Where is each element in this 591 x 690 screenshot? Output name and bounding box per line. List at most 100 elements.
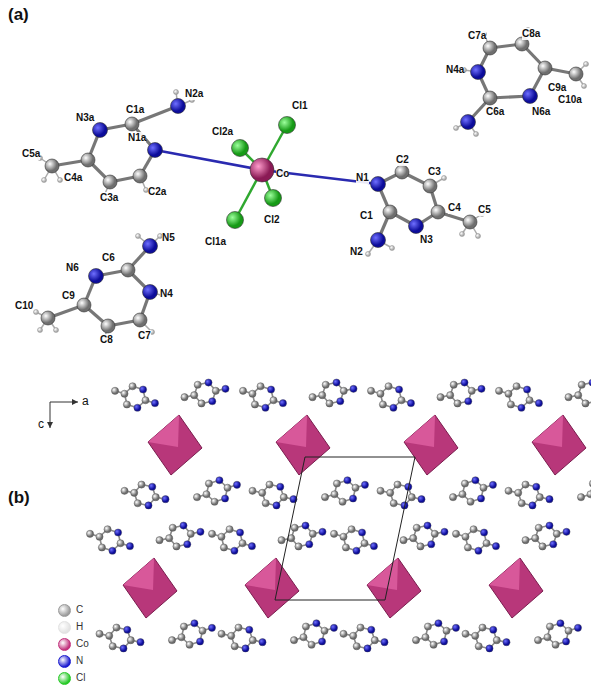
atom xyxy=(41,311,55,325)
atom xyxy=(353,643,360,650)
atom xyxy=(557,620,564,627)
atom xyxy=(350,385,357,392)
atom xyxy=(250,158,274,182)
atom xyxy=(169,524,176,531)
atom xyxy=(242,645,249,652)
atom xyxy=(385,383,392,390)
atom xyxy=(348,526,355,533)
atom xyxy=(431,530,438,537)
atom xyxy=(518,500,525,507)
atom xyxy=(104,526,111,533)
atom xyxy=(459,491,466,498)
atom xyxy=(145,502,152,509)
hydrogen-atom xyxy=(42,178,47,183)
legend-swatch xyxy=(58,604,71,617)
atom xyxy=(589,480,591,487)
legend-text: H xyxy=(76,621,83,633)
atom xyxy=(326,400,333,407)
atom xyxy=(209,398,216,405)
atom xyxy=(248,543,255,550)
atom-label: N4 xyxy=(160,288,173,300)
atom xyxy=(468,387,475,394)
atom-label: C3a xyxy=(100,192,118,204)
atom xyxy=(306,541,313,548)
atom xyxy=(522,537,529,544)
atom xyxy=(339,498,346,505)
atom xyxy=(93,123,108,138)
atom xyxy=(443,627,450,634)
atom xyxy=(367,387,374,394)
atom-label: C4 xyxy=(448,202,461,214)
hydrogen-atom xyxy=(454,126,459,131)
atom xyxy=(218,533,225,540)
atom xyxy=(120,645,127,652)
atom-label: C9a xyxy=(548,82,566,94)
atom xyxy=(452,624,459,631)
atom xyxy=(279,400,286,407)
legend-swatch xyxy=(58,638,71,651)
atom xyxy=(535,400,542,407)
atom xyxy=(291,524,298,531)
atom xyxy=(321,494,328,501)
atom-label: Cl1a xyxy=(205,236,226,248)
atom xyxy=(270,397,277,404)
atom-label: a xyxy=(82,395,89,407)
atom xyxy=(300,634,307,641)
atom xyxy=(180,522,187,529)
atom xyxy=(113,624,120,631)
atom xyxy=(447,392,454,399)
atom xyxy=(370,543,377,550)
hydrogen-atom xyxy=(58,178,63,183)
atom xyxy=(424,623,431,630)
atom xyxy=(361,540,368,547)
atom xyxy=(371,177,386,192)
atom xyxy=(489,481,496,488)
atom xyxy=(216,477,223,484)
hydrogen-atom xyxy=(366,252,371,257)
octahedron-face xyxy=(404,415,435,447)
octahedron xyxy=(245,558,299,618)
atom xyxy=(249,487,256,494)
atom xyxy=(191,392,198,399)
atom xyxy=(464,544,471,551)
atom xyxy=(410,535,417,542)
atom xyxy=(409,219,424,234)
atom xyxy=(398,397,405,404)
atom xyxy=(536,494,543,501)
octahedron xyxy=(404,415,458,475)
atom xyxy=(199,627,206,634)
atom xyxy=(330,624,337,631)
atom-label: N4a xyxy=(446,64,464,76)
atom xyxy=(462,630,469,637)
atom xyxy=(134,404,141,411)
atom xyxy=(295,543,302,550)
atom xyxy=(477,495,484,502)
atom xyxy=(322,381,329,388)
atom xyxy=(479,624,486,631)
atom xyxy=(532,535,539,542)
atom xyxy=(577,494,584,501)
atom xyxy=(181,394,188,401)
hydrogen-atom xyxy=(474,132,479,137)
atom xyxy=(587,491,591,498)
atom-label: N1a xyxy=(128,132,146,144)
atom xyxy=(449,494,456,501)
atom xyxy=(407,400,414,407)
hydrogen-atom xyxy=(460,232,465,237)
atom xyxy=(127,637,134,644)
atom xyxy=(349,495,356,502)
atom xyxy=(340,533,347,540)
atom xyxy=(361,481,368,488)
atom xyxy=(126,543,133,550)
atom-label: Co xyxy=(276,168,289,180)
atom xyxy=(319,392,326,399)
atom xyxy=(133,169,147,183)
atom xyxy=(262,404,269,411)
octahedron xyxy=(532,415,586,475)
atom xyxy=(412,637,419,644)
atom-label: C7a xyxy=(468,30,486,42)
atom xyxy=(383,205,397,219)
atom-label: Cl2a xyxy=(212,126,233,138)
atom xyxy=(390,500,397,507)
atom xyxy=(123,401,130,408)
